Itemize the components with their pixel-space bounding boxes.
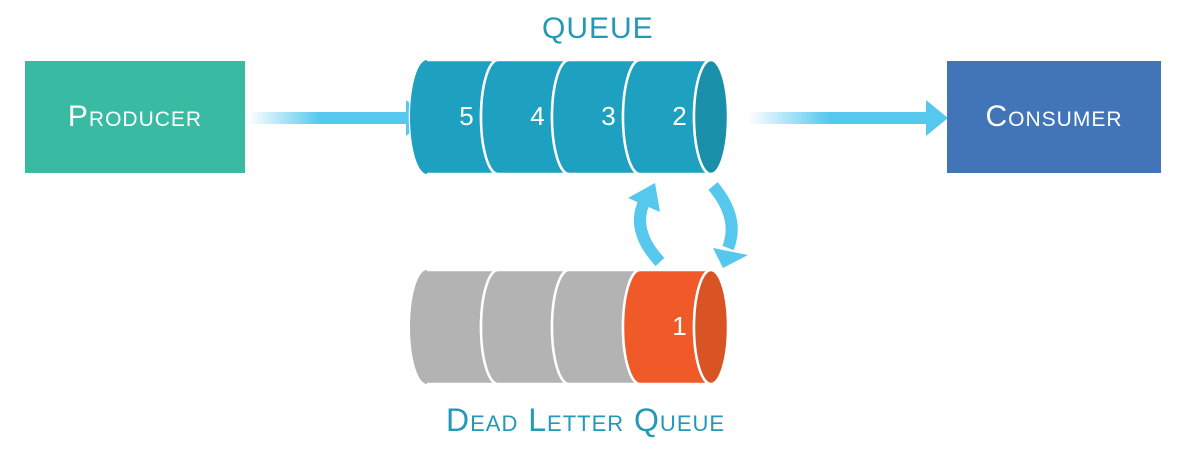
- producer-box: Producer: [25, 61, 245, 173]
- retry-arrow-up: [628, 183, 665, 267]
- queue-item-label: 4: [530, 101, 544, 131]
- dead-letter-queue-cylinder: 1: [408, 268, 730, 386]
- dlq-item-label: 1: [672, 311, 686, 341]
- queue-end-cap: [692, 58, 730, 176]
- dead-letter-arrow-down: [708, 182, 748, 268]
- queue-item-label: 5: [459, 101, 473, 131]
- queue-left-cap: [410, 60, 427, 174]
- queue-cylinder: 5 4 3 2: [408, 58, 730, 176]
- producer-label: Producer: [67, 100, 203, 133]
- dlq-left-cap: [410, 270, 427, 384]
- dead-letter-queue-title: Dead Letter Queue: [446, 402, 726, 438]
- producer-to-queue-arrow: [248, 100, 428, 136]
- queue-item-label: 2: [672, 101, 686, 131]
- queue-item-label: 3: [601, 101, 615, 131]
- consumer-label: Consumer: [985, 100, 1123, 133]
- queue-title: QUEUE: [542, 12, 654, 45]
- dlq-end-cap: [692, 268, 730, 386]
- queue-to-consumer-arrow: [748, 100, 948, 136]
- consumer-box: Consumer: [947, 61, 1161, 173]
